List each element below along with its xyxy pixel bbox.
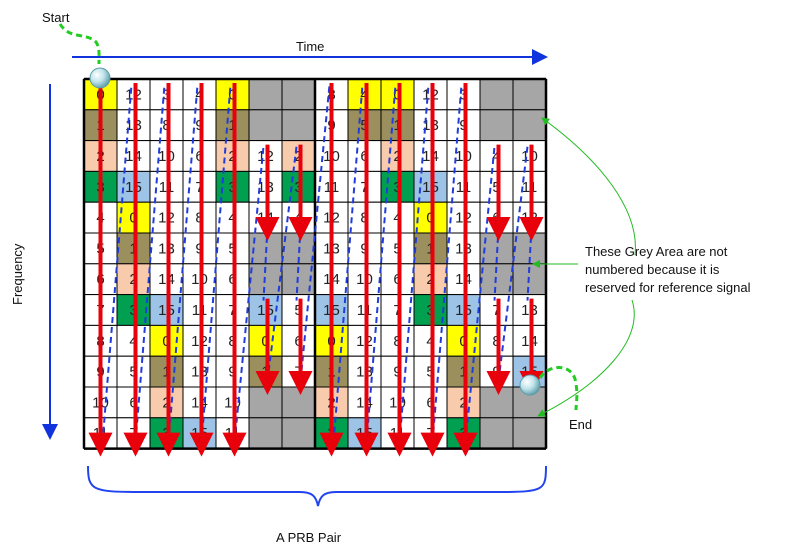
start-ball-icon <box>89 67 111 89</box>
grid-cell <box>281 417 316 450</box>
grid-cell <box>512 417 547 450</box>
end-label: End <box>569 417 592 432</box>
resource-grid <box>82 77 548 450</box>
note-line-1: These Grey Area are not <box>585 244 728 259</box>
grid-cell <box>479 78 514 111</box>
callout-line-bottom <box>537 299 635 417</box>
prb-pair-label: A PRB Pair <box>276 530 342 545</box>
prb-pair-brace <box>87 465 547 507</box>
grid-cell <box>248 386 283 419</box>
start-curve <box>58 23 101 65</box>
end-ball-icon <box>519 374 541 396</box>
grid-cell <box>248 78 283 111</box>
grid-cell <box>281 386 316 419</box>
grid-cell <box>248 417 283 450</box>
mapping-arrows <box>88 83 544 457</box>
grid-cell <box>281 109 316 142</box>
end-curve <box>538 366 579 411</box>
grid-cell <box>281 78 316 111</box>
note-line-3: reserved for reference signal <box>585 280 751 295</box>
grid-cell <box>479 417 514 450</box>
time-label: Time <box>296 39 324 54</box>
frequency-label: Frequency <box>10 243 25 305</box>
start-label: Start <box>42 10 70 25</box>
grid-cell <box>479 109 514 142</box>
grid-cell <box>248 109 283 142</box>
grid-cell <box>479 386 514 419</box>
grid-cell <box>512 78 547 111</box>
callout-line-top <box>541 117 636 256</box>
note-line-2: numbered because it is <box>585 262 720 277</box>
grid-cell <box>512 109 547 142</box>
